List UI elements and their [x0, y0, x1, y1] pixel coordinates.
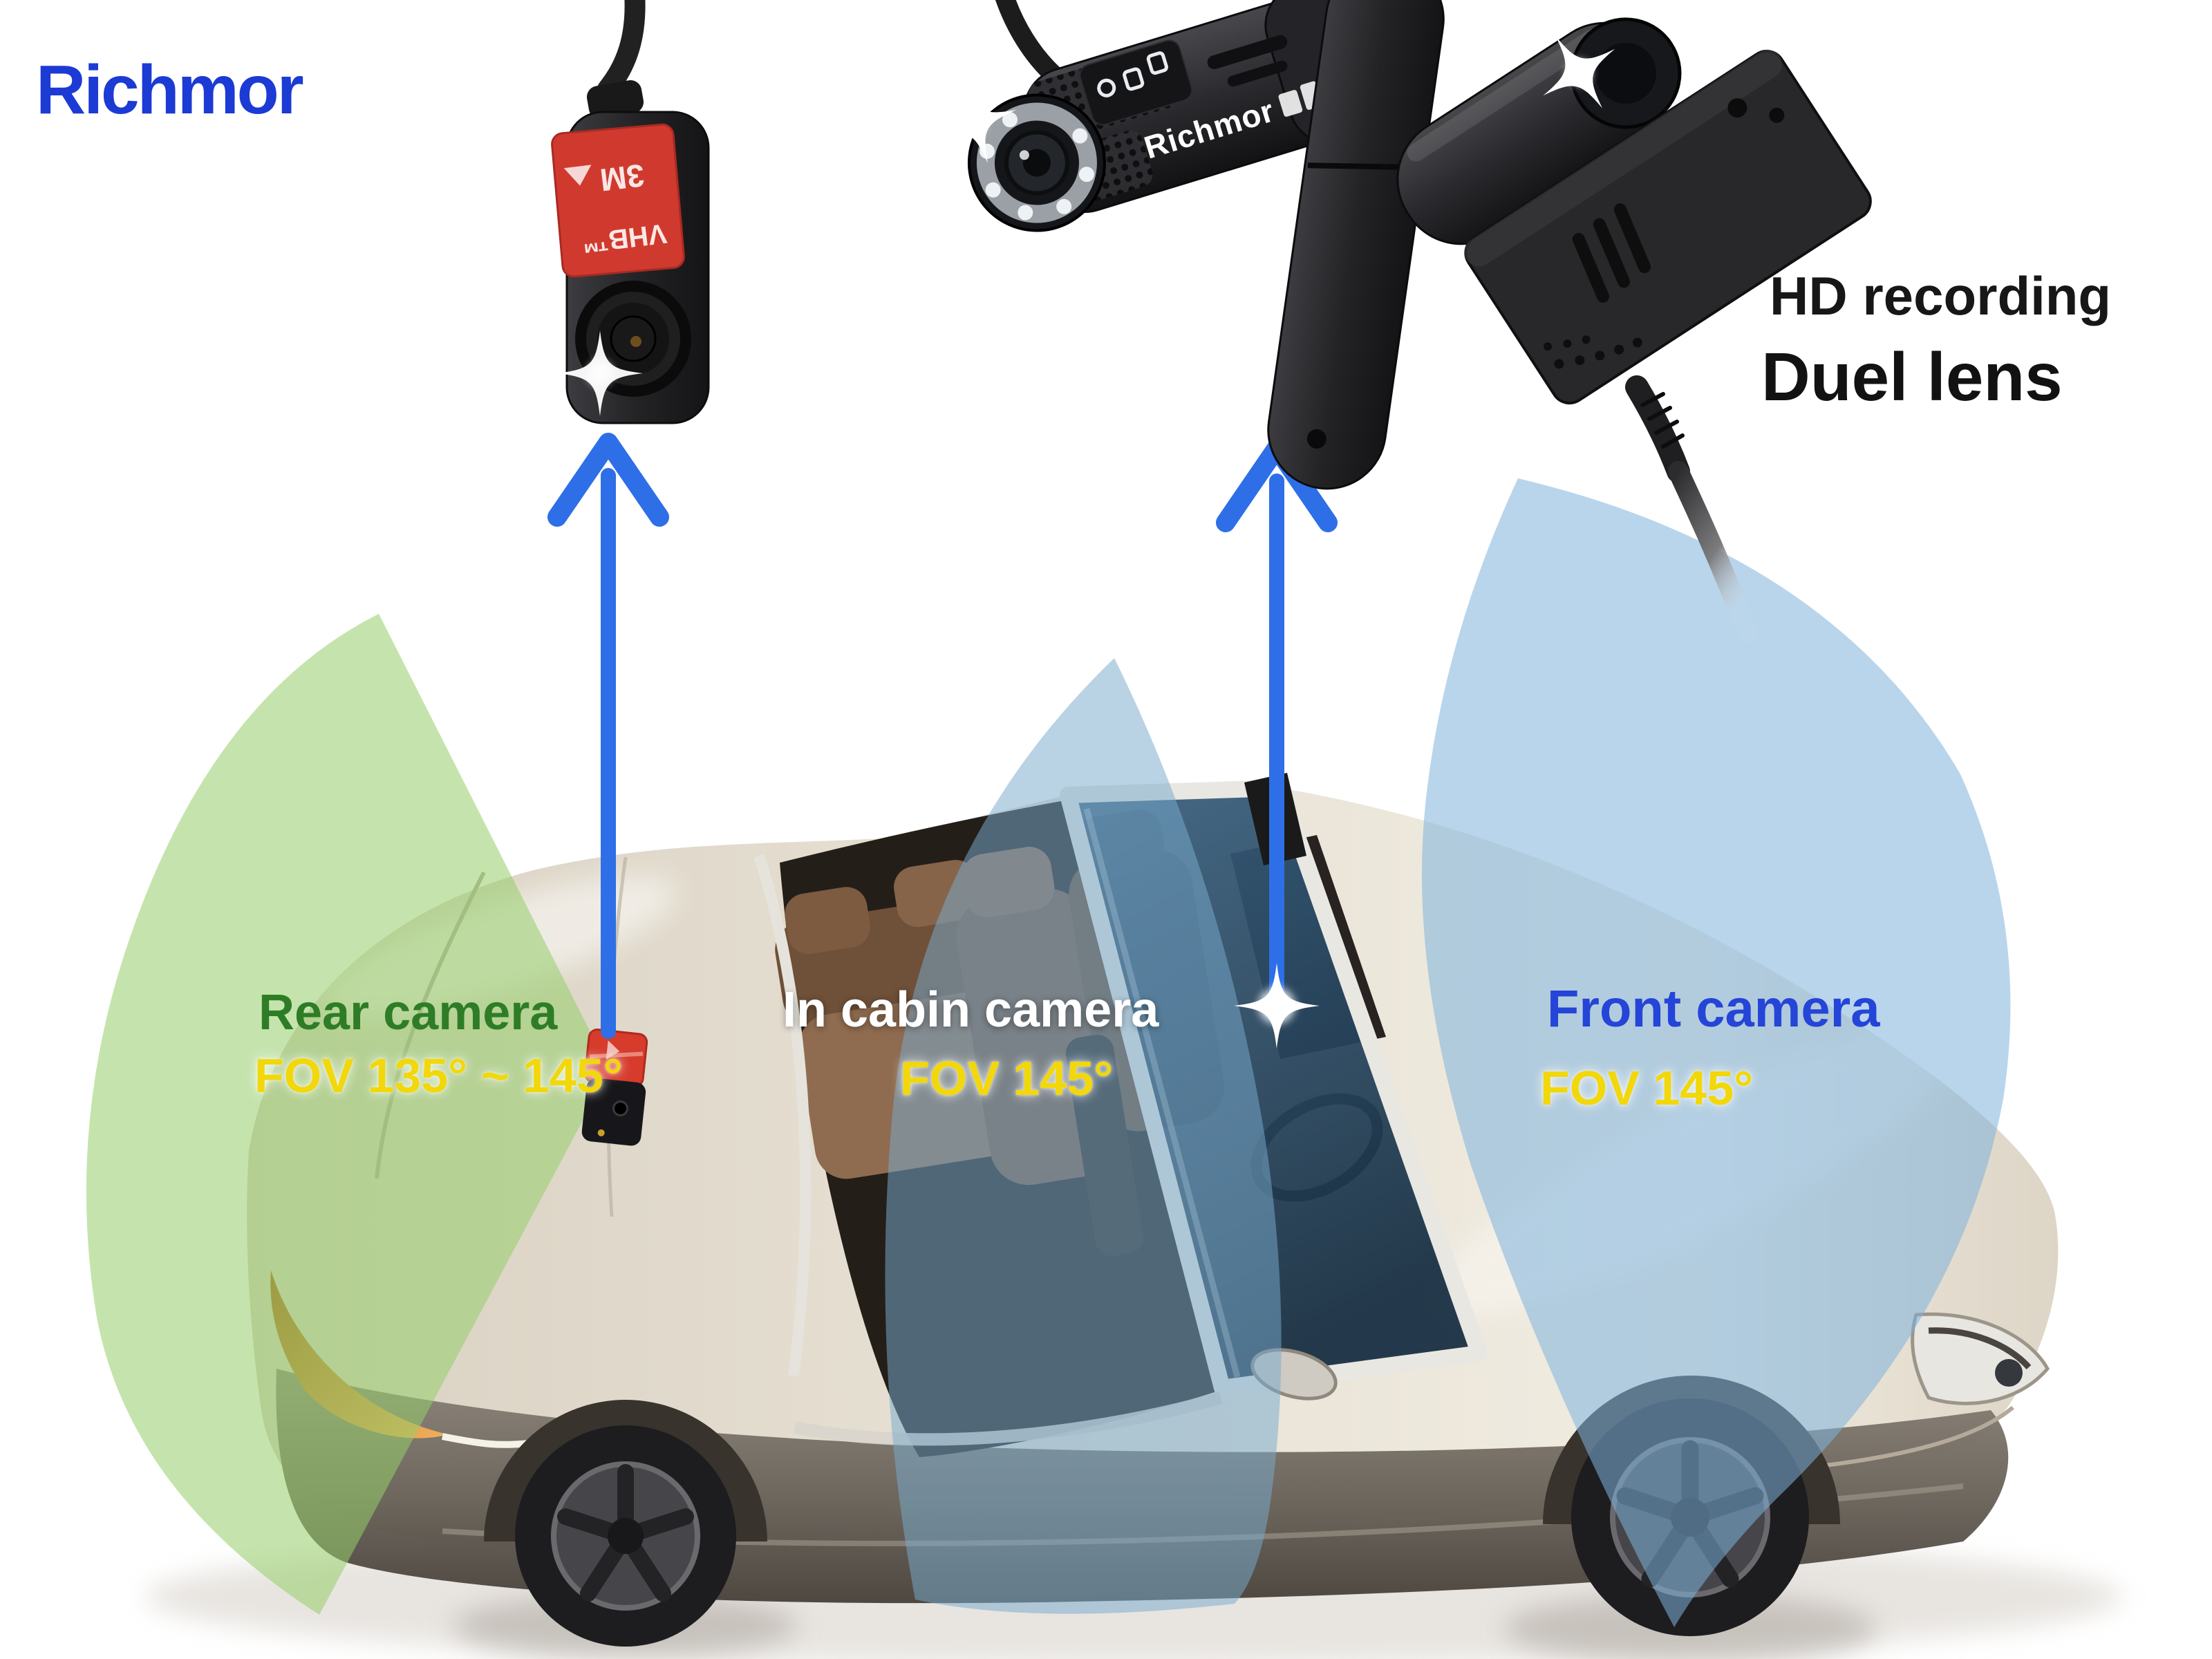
cable-fade	[1668, 461, 1758, 644]
front-bumper-crease	[1824, 1405, 2014, 1468]
status-slot-2	[1227, 60, 1288, 87]
brand-logo: Richmor	[36, 51, 304, 129]
product-rear-camera-unit: VHB™ 3M	[551, 0, 710, 424]
lens-sparkle-icon	[1519, 12, 1639, 132]
mic-button-icon	[1123, 67, 1145, 91]
headlight-detail	[1928, 1327, 2032, 1370]
barrel-end-hole	[1306, 429, 1327, 449]
lens-glint	[1019, 150, 1029, 160]
device-cjk-block-1	[1278, 90, 1303, 117]
screw-hole-2	[1769, 107, 1785, 123]
cabin-camera-label: In cabin camera	[782, 982, 1159, 1038]
cable-boot	[586, 79, 644, 120]
rear-camera-arrow	[547, 433, 669, 1039]
adhesive-pad: VHB™ 3M	[551, 123, 685, 278]
ok-button-icon	[1146, 51, 1168, 75]
bracket-edge	[1464, 50, 1783, 267]
screw-hole	[1727, 98, 1747, 118]
cabin-chrome-arc	[753, 854, 812, 1377]
product-front-camera-unit	[1267, 0, 1872, 644]
taillight-chrome-streak	[442, 1433, 529, 1448]
pad-3m-vhb	[551, 123, 685, 278]
rear-camera-label: Rear camera	[259, 985, 558, 1040]
rear-hub	[608, 1518, 644, 1554]
barrel-highlight	[1407, 29, 1602, 162]
windshield-sparkle-icon	[1234, 963, 1320, 1049]
cabin-camera-fov: FOV 145°	[900, 1051, 1114, 1105]
rear-headrest-left	[785, 887, 870, 955]
arrow-up-icon	[547, 433, 669, 527]
lens-core	[1595, 42, 1656, 104]
status-slot	[1207, 35, 1288, 70]
pad-text-3m: 3M	[598, 157, 646, 198]
fov-cones	[86, 478, 2011, 1627]
mic-holes	[1544, 335, 1642, 369]
button-icons	[1097, 51, 1168, 97]
rear-wheel-arch	[484, 1400, 767, 1541]
device-cap-mark	[606, 1040, 620, 1060]
lens-sparkle-icon	[557, 330, 643, 416]
windshield-camera-device	[581, 1028, 648, 1146]
front-camera-fov: FOV 145°	[1540, 1061, 1754, 1115]
cable-ribs	[1640, 392, 1685, 449]
rear-wheel	[484, 1400, 767, 1647]
device-cap-fold	[589, 1051, 644, 1059]
lens-pupil	[1022, 149, 1051, 177]
vent-slots	[1572, 203, 1651, 303]
ir-led-dots	[979, 112, 1094, 221]
lens-sparkle-icon	[921, 68, 1029, 176]
headline-line2: Duel lens	[1761, 339, 2063, 415]
lens-bezel	[976, 102, 1097, 223]
device-led	[597, 1129, 605, 1136]
record-button-icon	[1097, 78, 1116, 97]
headline-line1: HD recording	[1770, 265, 2112, 326]
cabin-fov-cone	[885, 658, 1282, 1614]
rear-fov-cone	[86, 614, 610, 1615]
rear-camera-fov: FOV 135° ~ 145°	[254, 1049, 623, 1103]
headlight-lens	[1995, 1359, 2023, 1387]
device-lens-icon	[612, 1100, 629, 1117]
lens-amber-glint	[630, 336, 641, 347]
pad-mark	[563, 165, 592, 186]
front-camera-label: Front camera	[1547, 980, 1880, 1038]
power-cable	[995, 0, 1063, 84]
front-fov-cone	[1421, 478, 2011, 1627]
output-cable	[1625, 375, 1758, 644]
